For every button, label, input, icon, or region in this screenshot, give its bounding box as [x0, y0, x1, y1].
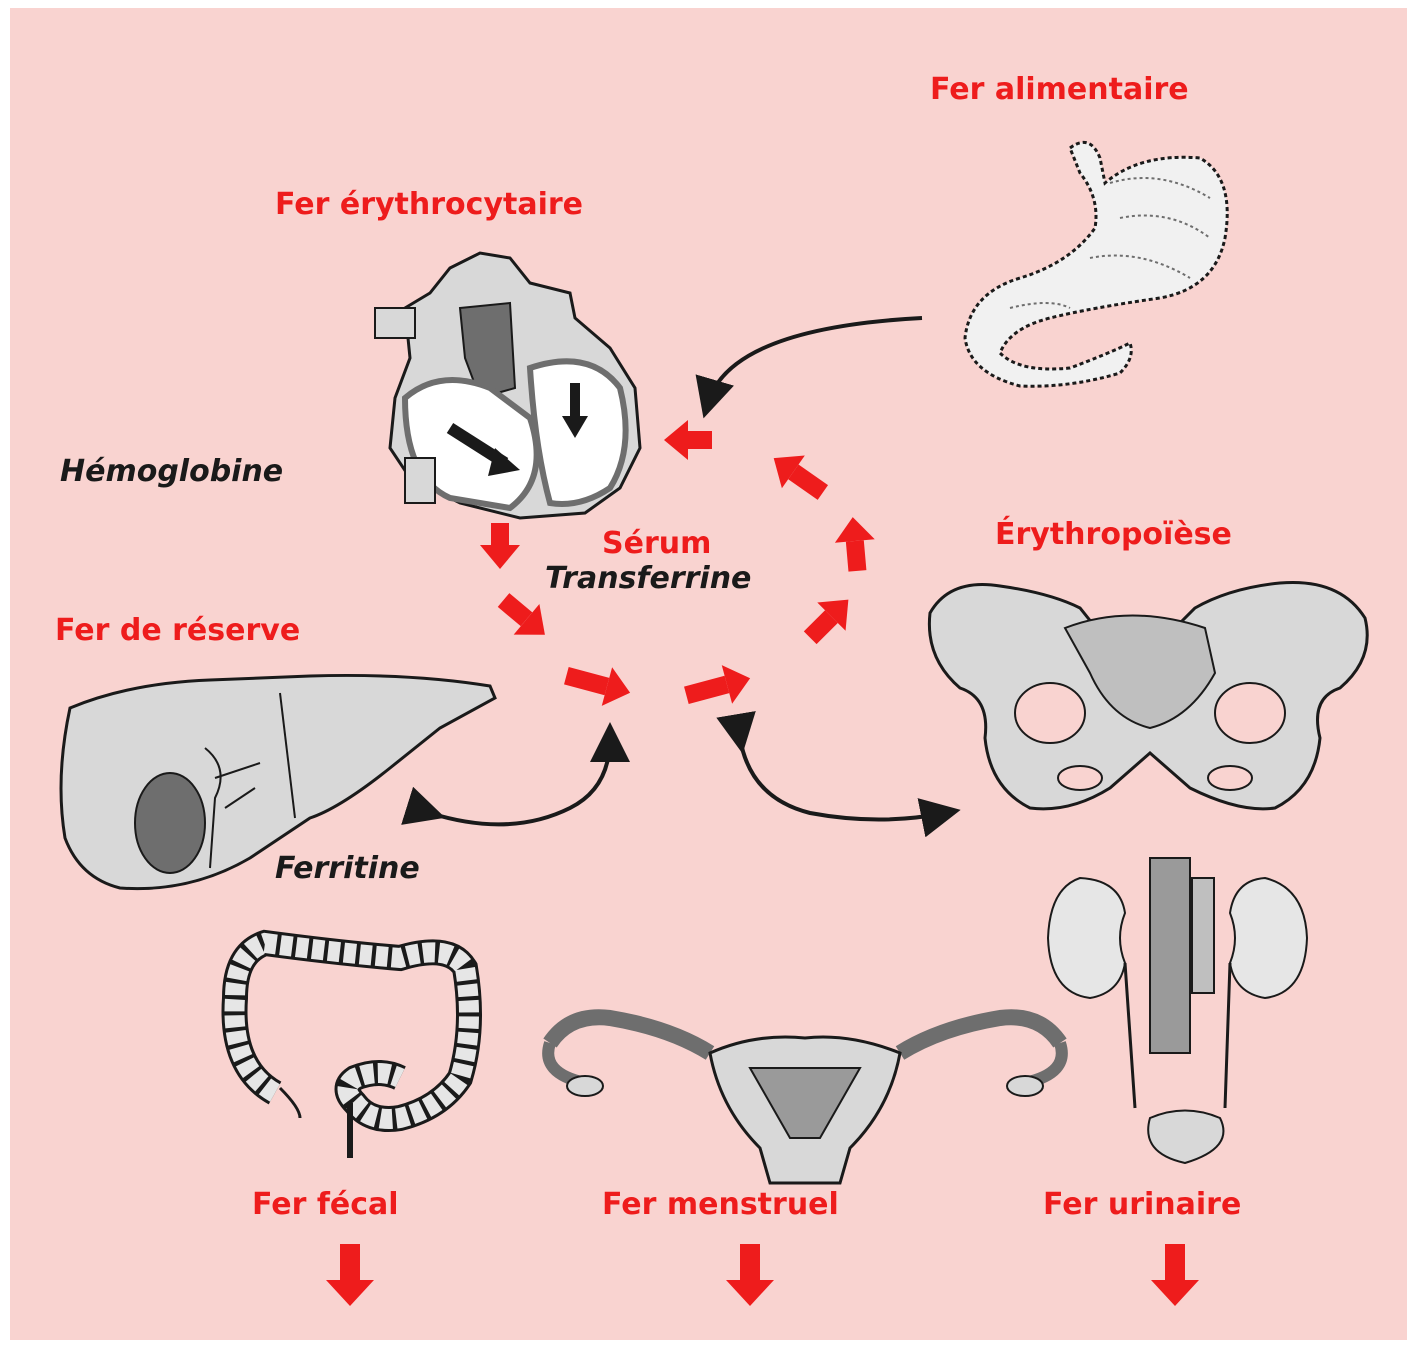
label-ferritine: Ferritine [275, 851, 420, 886]
label-fer-alimentaire: Fer alimentaire [930, 72, 1189, 107]
iron-cycle-diagram: Fer alimentaire Fer érythrocytaire Hémog… [10, 8, 1407, 1340]
red-arrow-up-right [796, 585, 862, 651]
diagram-canvas: Fer alimentaire Fer érythrocytaire Hémog… [10, 8, 1407, 1340]
red-arrow-bottom-1 [561, 656, 635, 712]
label-fer-urinaire: Fer urinaire [1043, 1187, 1241, 1222]
red-arrow-bottom-2 [681, 659, 755, 715]
label-serum: Sérum [602, 526, 711, 561]
label-fer-erythrocytaire: Fer érythrocytaire [275, 187, 583, 222]
urinary-loss-arrow [1151, 1244, 1199, 1306]
dietary-to-serum-arrow [708, 318, 922, 403]
pelvis-illustration [929, 582, 1367, 808]
red-arrow-up [833, 515, 878, 572]
label-fer-menstruel: Fer menstruel [602, 1187, 839, 1222]
fecal-loss-arrow [326, 1244, 374, 1306]
label-transferrine: Transferrine [545, 561, 751, 596]
marrow-serum-arrow [740, 738, 945, 820]
red-arrow-heart-down [480, 523, 520, 569]
heart-illustration [375, 253, 640, 518]
uterus-illustration [548, 1017, 1062, 1183]
liver-serum-arrow [430, 738, 610, 824]
red-arrow-to-heart [664, 420, 712, 460]
label-fer-de-reserve: Fer de réserve [55, 613, 300, 648]
stomach-illustration [965, 142, 1227, 386]
kidneys-illustration [1048, 858, 1307, 1163]
loss-arrows [326, 1244, 1199, 1306]
menstrual-loss-arrow [726, 1244, 774, 1306]
red-arrow-up-left [762, 442, 834, 509]
label-hemoglobine: Hémoglobine [60, 454, 283, 489]
label-fer-fecal: Fer fécal [252, 1187, 399, 1222]
colon-illustration [235, 943, 470, 1158]
label-erythropoiese: Érythropoïèse [995, 516, 1232, 552]
